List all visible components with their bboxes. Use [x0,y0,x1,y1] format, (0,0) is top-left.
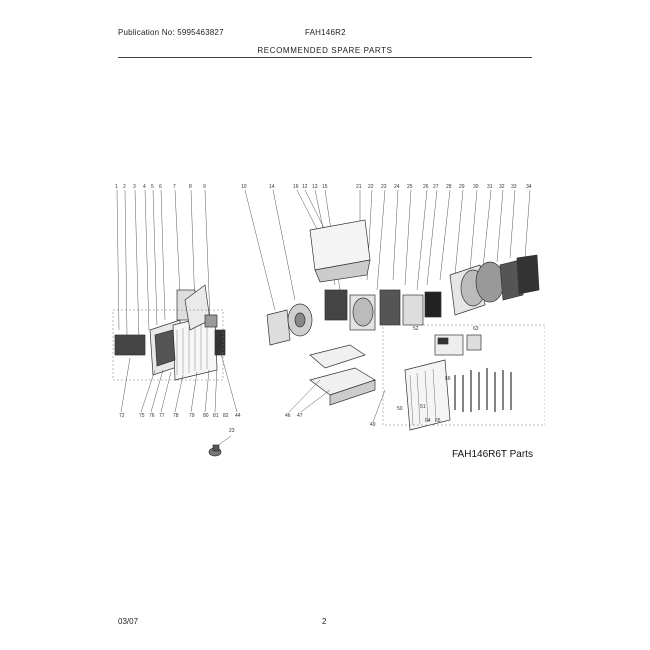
callout-number: 4 [143,184,146,190]
callout-number: 14 [269,184,275,190]
callout-number: 25 [407,184,413,190]
callout-number: 51 [420,404,426,410]
callout-number: 30 [473,184,479,190]
callout-number: 50 [397,406,403,412]
callout-numbers-bottom: 72 75 76 77 78 79 80 81 82 44 46 47 49 5… [119,326,479,434]
callout-number: 32 [499,184,505,190]
coil-group-outline [382,324,545,426]
callout-number: 3 [133,184,136,190]
knob-part [208,444,222,457]
callout-number: 65 [435,418,441,424]
callout-number: 26 [423,184,429,190]
callout-number: 23 [229,428,235,434]
callout-number: 33 [511,184,517,190]
coil-and-controls [404,334,512,431]
callout-number: 76 [149,413,155,419]
exploded-parts-diagram: 1 2 3 4 5 6 7 8 9 10 14 16 12 13 15 21 2… [112,184,545,457]
section-title: RECOMMENDED SPARE PARTS [257,46,393,55]
callout-number: 31 [487,184,493,190]
callout-number: 46 [285,413,291,419]
diagram-caption: FAH146R6T Parts [452,449,533,460]
callout-number: 16 [293,184,299,190]
callout-number: 80 [203,413,209,419]
callout-number: 82 [223,413,229,419]
callout-number: 24 [394,184,400,190]
callout-number: 34 [526,184,532,190]
model-number: FAH146R2 [305,28,346,37]
callout-number: 29 [459,184,465,190]
header-divider [118,57,532,58]
callout-number: 78 [173,413,179,419]
callout-number: 22 [368,184,374,190]
blower-assembly [266,219,442,346]
callout-number: 79 [189,413,195,419]
front-grille-assembly [114,284,226,381]
callout-number: 1 [115,184,118,190]
callout-number: 63 [473,326,479,332]
grille-group-outline [112,309,224,381]
callout-number: 2 [123,184,126,190]
callout-number: 64 [425,418,431,424]
callout-number: 10 [241,184,247,190]
footer-date: 03/07 [118,617,139,626]
callout-number: 47 [297,413,303,419]
callout-number: 28 [446,184,452,190]
callout-number: 75 [139,413,145,419]
callout-number: 23 [381,184,387,190]
callout-numbers-top: 1 2 3 4 5 6 7 8 9 10 14 16 12 13 15 21 2… [115,184,532,190]
callout-number: 12 [302,184,308,190]
callout-number: 27 [433,184,439,190]
callout-number: 6 [159,184,162,190]
callout-number: 7 [173,184,176,190]
callout-number: 8 [189,184,192,190]
callout-number: 21 [356,184,362,190]
base-pan-assembly [309,344,376,406]
condenser-fan-assembly [449,254,540,316]
callout-number: 52 [413,326,419,332]
callout-number: 13 [312,184,318,190]
callout-number: 66 [445,376,451,382]
callout-number: 5 [151,184,154,190]
callout-number: 81 [213,413,219,419]
callout-number: 49 [370,422,376,428]
bottom-leader-lines [120,349,386,447]
callout-number: 44 [235,413,241,419]
publication-number: Publication No: 5995463827 [118,28,224,37]
callout-number: 77 [159,413,165,419]
callout-number: 72 [119,413,125,419]
page-number: 2 [322,617,327,626]
callout-number: 15 [322,184,328,190]
callout-number: 9 [203,184,206,190]
